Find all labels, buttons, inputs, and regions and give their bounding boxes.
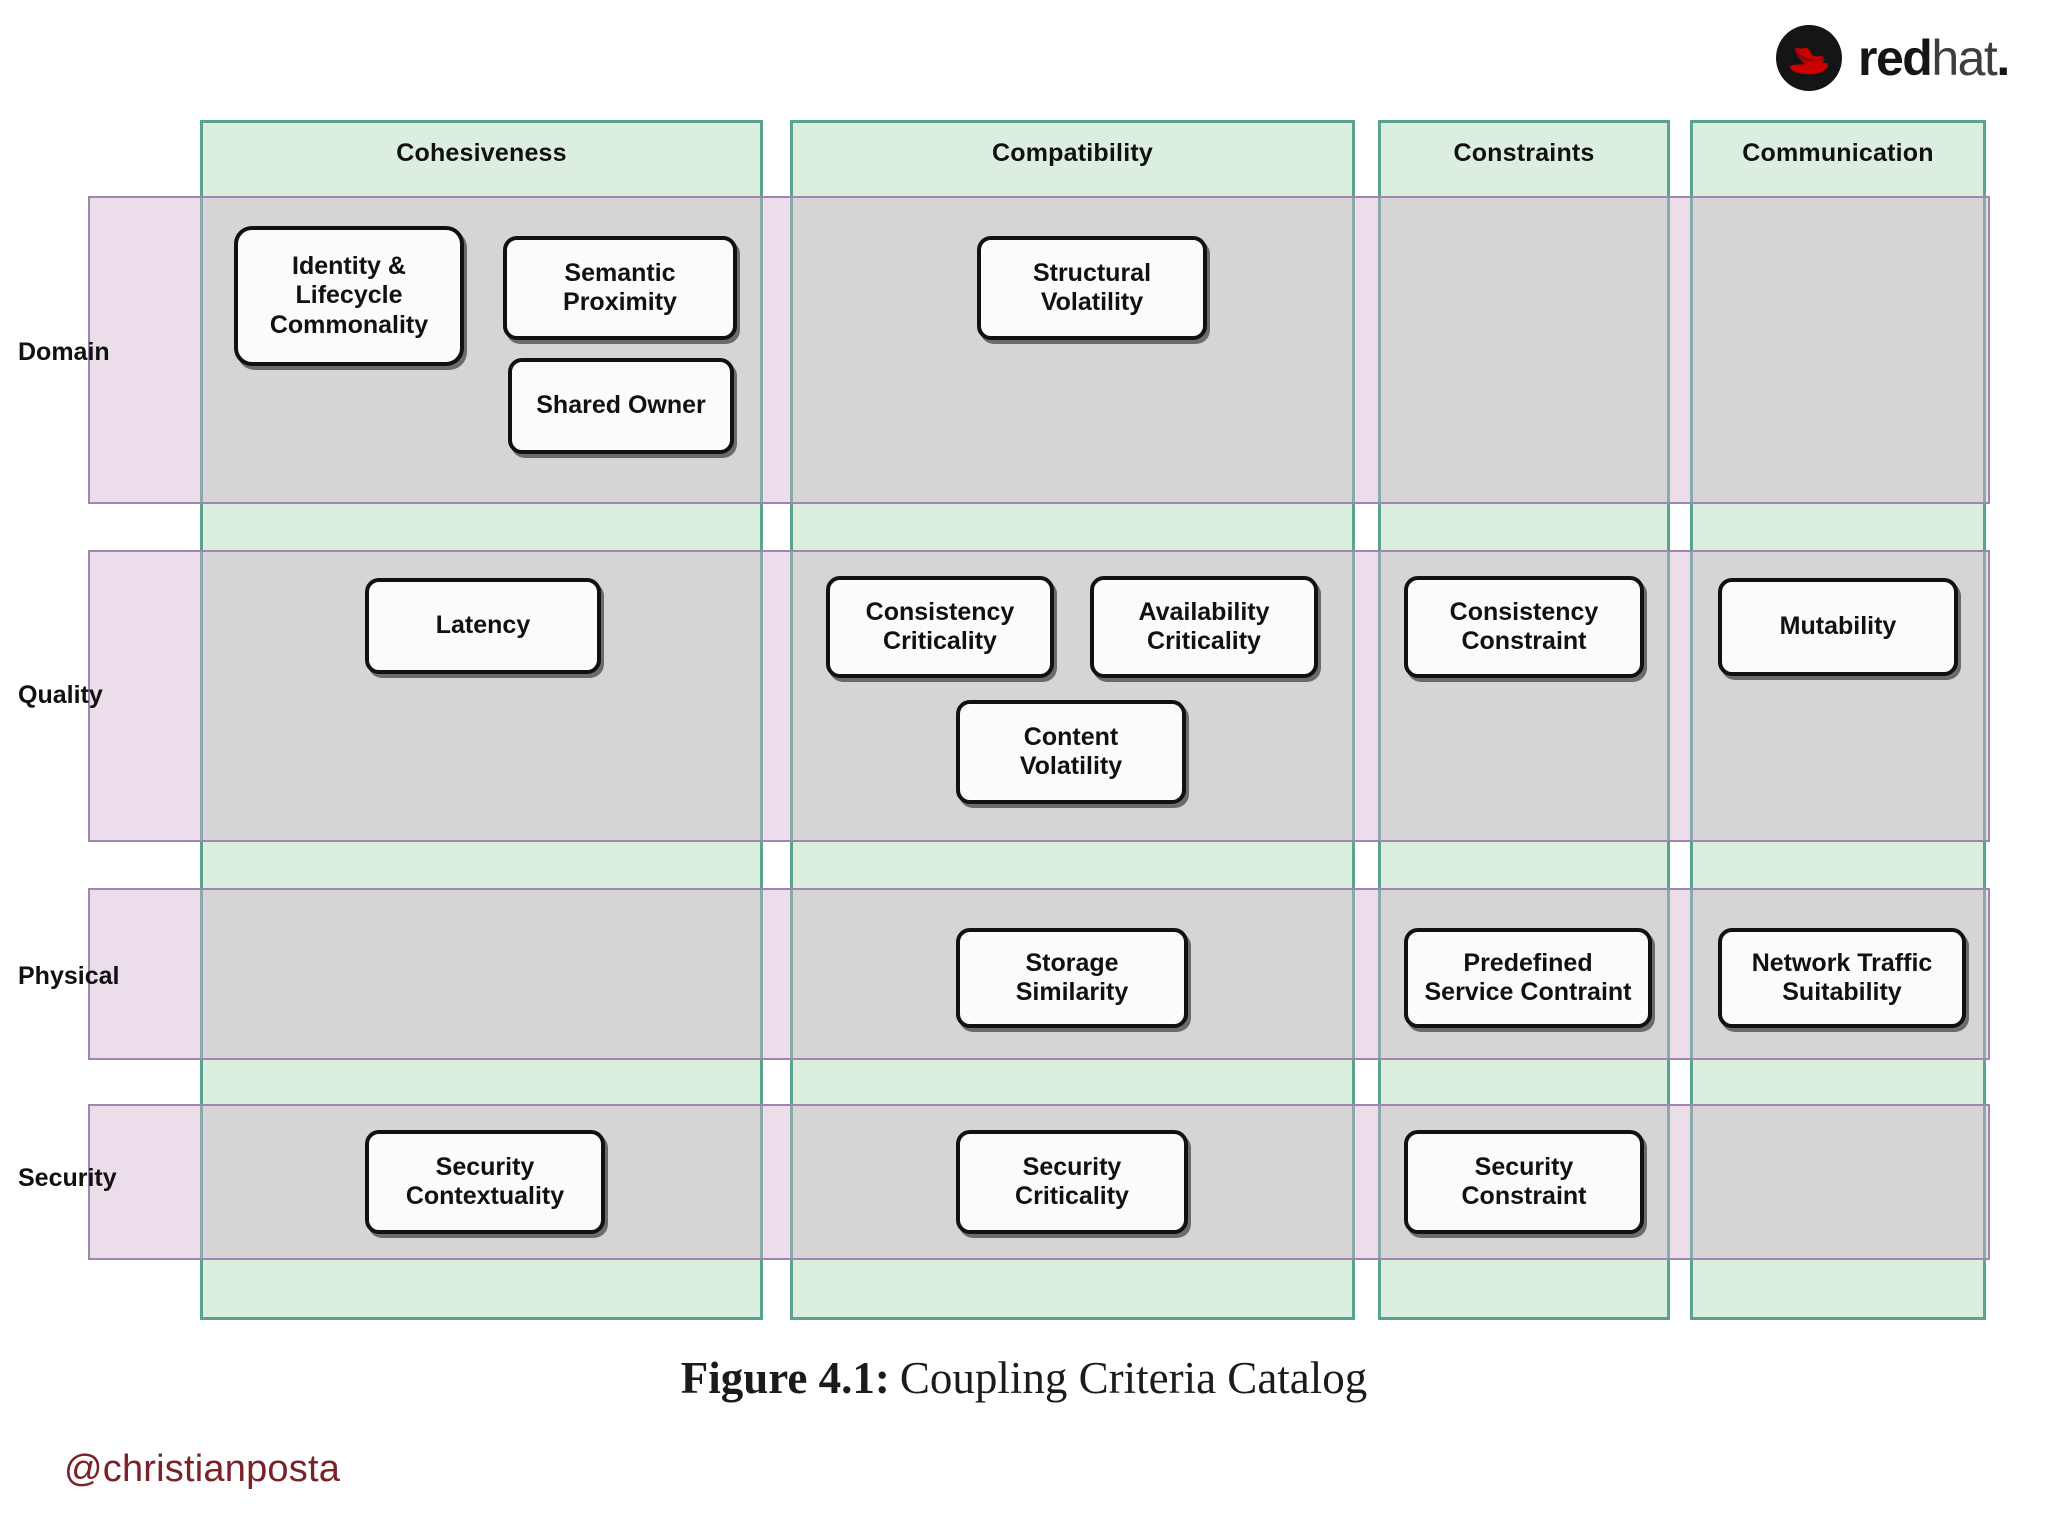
- criteria-line: Network Traffic: [1751, 948, 1933, 977]
- criteria-box-content-volatility[interactable]: Content Volatility: [956, 700, 1186, 804]
- criteria-box-structural-volatility[interactable]: Structural Volatility: [977, 236, 1207, 340]
- criteria-box-storage-similarity[interactable]: Storage Similarity: [956, 928, 1188, 1028]
- criteria-line: Constraint: [1461, 627, 1587, 655]
- criteria-box-security-constraint[interactable]: Security Constraint: [1404, 1130, 1644, 1234]
- redhat-word-hat: hat: [1931, 30, 1998, 86]
- criteria-line: Predefined: [1463, 948, 1593, 977]
- criteria-box-semantic-proximity[interactable]: Semantic Proximity: [503, 236, 737, 340]
- criteria-box-security-contextuality[interactable]: Security Contextuality: [365, 1130, 605, 1234]
- criteria-box-network-traffic-suitability[interactable]: Network Traffic Suitability: [1718, 928, 1966, 1028]
- author-handle: @christianposta: [64, 1448, 341, 1490]
- criteria-line: Proximity: [563, 288, 677, 316]
- criteria-box-predefined-service-contraint[interactable]: Predefined Service Contraint: [1404, 928, 1652, 1028]
- criteria-line: Security: [1474, 1152, 1574, 1181]
- criteria-line: Service Contraint: [1424, 978, 1632, 1006]
- criteria-line: Consistency: [1449, 597, 1599, 626]
- figure-caption: Figure 4.1:Coupling Criteria Catalog: [0, 1352, 2048, 1404]
- column-header-communication: Communication: [1742, 139, 1934, 167]
- criteria-line: Similarity: [1015, 978, 1129, 1006]
- criteria-line: Volatility: [1019, 752, 1123, 780]
- criteria-box-consistency-criticality[interactable]: Consistency Criticality: [826, 576, 1054, 678]
- criteria-line: Suitability: [1782, 978, 1902, 1006]
- row-label-quality: Quality: [18, 681, 103, 709]
- criteria-line: Lifecycle: [295, 281, 403, 310]
- row-label-domain: Domain: [18, 338, 110, 366]
- criteria-line: Mutability: [1779, 612, 1897, 641]
- criteria-box-availability-criticality[interactable]: Availability Criticality: [1090, 576, 1318, 678]
- criteria-line: Contextuality: [405, 1182, 565, 1210]
- criteria-line: Criticality: [1015, 1182, 1129, 1210]
- figure-caption-text: Coupling Criteria Catalog: [899, 1353, 1368, 1403]
- coupling-criteria-matrix: Cohesiveness Compatibility Constraints C…: [18, 120, 1990, 1320]
- criteria-box-consistency-constraint[interactable]: Consistency Constraint: [1404, 576, 1644, 678]
- criteria-line: Storage: [1025, 948, 1119, 977]
- redhat-word-red: red: [1858, 30, 1933, 86]
- criteria-line: Commonality: [269, 310, 429, 339]
- column-band-constraints: Constraints: [1378, 120, 1670, 1320]
- criteria-line: Criticality: [1147, 627, 1261, 655]
- criteria-box-latency[interactable]: Latency: [365, 578, 601, 674]
- criteria-line: Content: [1023, 722, 1119, 751]
- column-header-cohesiveness: Cohesiveness: [396, 139, 567, 167]
- redhat-shadowman-icon: [1772, 21, 1846, 95]
- criteria-line: Constraint: [1461, 1182, 1587, 1210]
- criteria-box-identity-lifecycle-commonality[interactable]: Identity & Lifecycle Commonality: [234, 226, 464, 366]
- criteria-box-shared-owner[interactable]: Shared Owner: [508, 358, 734, 454]
- redhat-wordmark: redhat.: [1858, 30, 2010, 86]
- redhat-trademark-dot: .: [1996, 30, 2010, 86]
- row-label-physical: Physical: [18, 962, 120, 990]
- row-label-security: Security: [18, 1164, 117, 1192]
- criteria-line: Security: [435, 1152, 535, 1181]
- criteria-line: Shared Owner: [536, 391, 706, 420]
- criteria-line: Structural: [1032, 258, 1152, 287]
- column-band-communication: Communication: [1690, 120, 1986, 1320]
- column-header-constraints: Constraints: [1453, 139, 1595, 167]
- criteria-line: Security: [1022, 1152, 1122, 1181]
- criteria-line: Latency: [435, 611, 531, 640]
- criteria-box-security-criticality[interactable]: Security Criticality: [956, 1130, 1188, 1234]
- criteria-line: Identity &: [292, 251, 406, 280]
- redhat-logo: redhat.: [1772, 18, 2032, 98]
- criteria-line: Availability: [1138, 597, 1270, 626]
- criteria-line: Consistency: [865, 597, 1015, 626]
- criteria-line: Semantic: [564, 258, 676, 287]
- figure-caption-label: Figure 4.1:: [680, 1353, 890, 1403]
- criteria-box-mutability[interactable]: Mutability: [1718, 578, 1958, 676]
- column-header-compatibility: Compatibility: [992, 139, 1153, 167]
- criteria-line: Volatility: [1040, 288, 1144, 316]
- criteria-line: Criticality: [883, 627, 997, 655]
